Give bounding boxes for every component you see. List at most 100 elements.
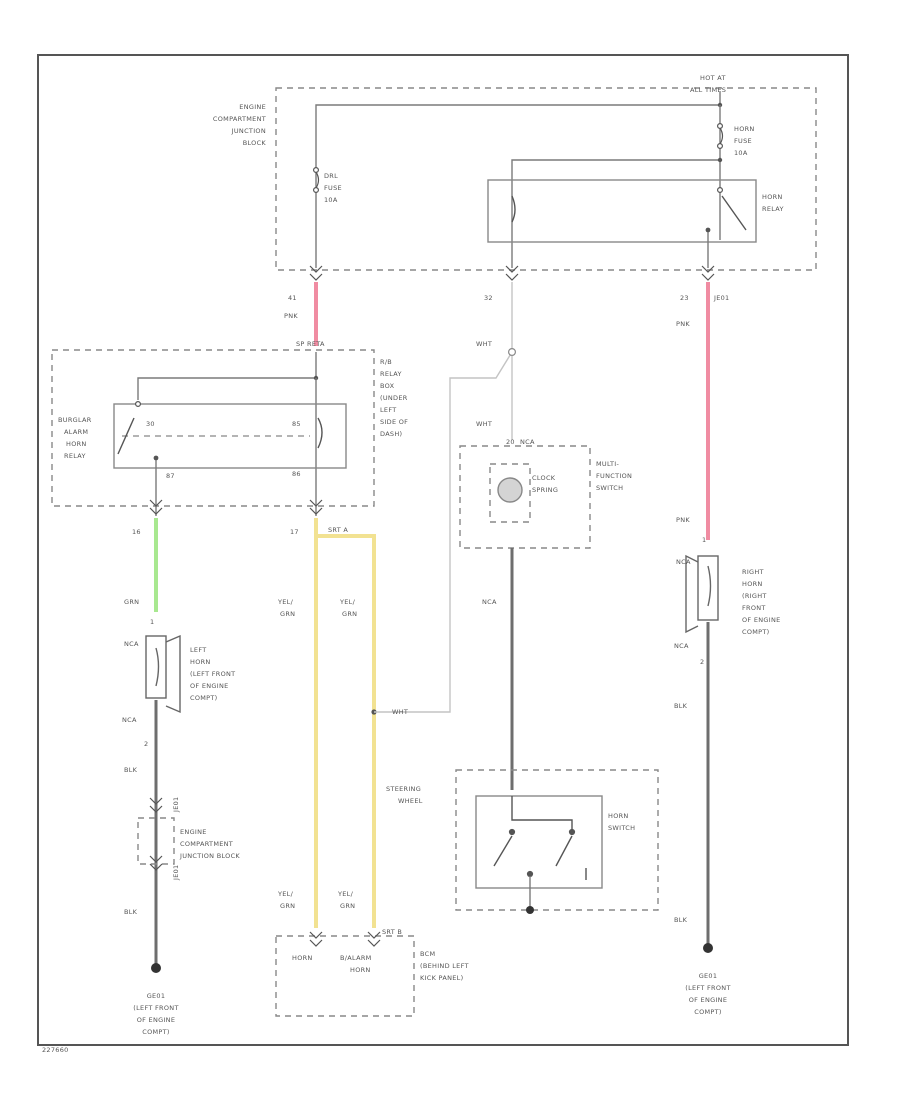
svg-text:OF ENGINE: OF ENGINE xyxy=(137,1016,176,1024)
svg-text:HOT AT: HOT AT xyxy=(700,74,726,82)
svg-text:YEL/: YEL/ xyxy=(277,598,294,606)
svg-text:GRN: GRN xyxy=(342,610,357,618)
drl-fuse: DRL FUSE 10A xyxy=(313,167,342,204)
svg-text:BLOCK: BLOCK xyxy=(243,139,267,147)
svg-text:OF ENGINE: OF ENGINE xyxy=(190,682,229,690)
pin-85: 85 xyxy=(292,420,301,428)
svg-text:(RIGHT: (RIGHT xyxy=(742,592,767,600)
svg-text:HORN: HORN xyxy=(762,193,783,201)
svg-text:DRL: DRL xyxy=(324,172,338,180)
rb-connector-marks xyxy=(149,499,323,515)
horn-fuse: HORN FUSE 10A xyxy=(716,122,755,157)
connector-srt-b: SRT B xyxy=(382,928,402,936)
svg-text:(LEFT FRONT: (LEFT FRONT xyxy=(685,984,730,992)
engine-compartment-junction-block-lower xyxy=(137,817,175,865)
pin-17: 17 xyxy=(290,528,299,536)
burglar-alarm-horn-relay xyxy=(113,403,347,469)
pin-86: 86 xyxy=(292,470,301,478)
svg-text:(UNDER: (UNDER xyxy=(380,394,408,402)
wire-label-blk-1: BLK xyxy=(124,766,138,774)
svg-text:10A: 10A xyxy=(734,149,748,157)
connector-je01-a: JE01 xyxy=(713,294,730,302)
svg-text:DASH): DASH) xyxy=(380,430,402,438)
body-control-module xyxy=(275,935,415,1017)
svg-text:10A: 10A xyxy=(324,196,338,204)
svg-text:SPRING: SPRING xyxy=(532,486,558,494)
burglar-relay-contact xyxy=(117,401,159,461)
svg-text:ALL TIMES: ALL TIMES xyxy=(690,86,726,94)
svg-text:COMPT): COMPT) xyxy=(694,1008,722,1016)
svg-text:BCM: BCM xyxy=(420,950,435,958)
wire-label-pnk-1: PNK xyxy=(284,312,298,320)
bcm-connector-marks xyxy=(309,931,381,947)
svg-text:OF ENGINE: OF ENGINE xyxy=(689,996,728,1004)
right-ground-point xyxy=(703,943,713,953)
pin-32: 32 xyxy=(484,294,493,302)
svg-text:RELAY: RELAY xyxy=(762,205,784,213)
wire-label-blk-4: BLK xyxy=(674,916,688,924)
svg-text:COMPT): COMPT) xyxy=(742,628,770,636)
pin-41: 41 xyxy=(288,294,297,302)
svg-text:RIGHT: RIGHT xyxy=(742,568,764,576)
svg-text:ENGINE: ENGINE xyxy=(239,103,266,111)
svg-text:COMPARTMENT: COMPARTMENT xyxy=(180,840,233,848)
svg-text:RELAY: RELAY xyxy=(380,370,402,378)
pin-right-horn-2: 2 xyxy=(700,658,704,666)
wire-label-wht-3: WHT xyxy=(476,420,492,428)
horn-relay xyxy=(487,179,757,243)
svg-text:JUNCTION BLOCK: JUNCTION BLOCK xyxy=(179,852,240,860)
bcm-balarm-pin-label: B/ALARM HORN xyxy=(340,954,372,974)
rb-box-bus-wire xyxy=(137,352,317,400)
svg-text:BURGLAR: BURGLAR xyxy=(58,416,92,424)
yellow-wire-balarm xyxy=(316,534,376,928)
wire-label-nca-3: NCA xyxy=(520,438,535,446)
pin-30: 30 xyxy=(146,420,155,428)
horn-switch-box xyxy=(475,795,603,889)
multi-function-switch-label: MULTI- FUNCTION SWITCH xyxy=(596,460,632,492)
svg-text:HORN: HORN xyxy=(734,125,755,133)
pin-87: 87 xyxy=(166,472,175,480)
yellow-wire-labels: YEL/ GRN YEL/ GRN YEL/ GRN YEL/ GRN xyxy=(277,598,357,910)
horn-relay-label: HORN RELAY xyxy=(762,193,784,213)
pin-left-horn-1: 1 xyxy=(150,618,154,626)
rb-box-label: R/B RELAY BOX (UNDER LEFT SIDE OF DASH) xyxy=(380,358,408,438)
horn-relay-contact xyxy=(705,187,747,233)
svg-text:B/ALARM: B/ALARM xyxy=(340,954,372,962)
svg-text:JUNCTION: JUNCTION xyxy=(231,127,266,135)
burglar-relay-label: BURGLAR ALARM HORN RELAY xyxy=(58,416,92,460)
svg-text:SWITCH: SWITCH xyxy=(596,484,623,492)
svg-text:HORN: HORN xyxy=(190,658,211,666)
wire-label-pnk-3: PNK xyxy=(676,516,690,524)
svg-text:GRN: GRN xyxy=(340,902,355,910)
svg-text:RELAY: RELAY xyxy=(64,452,86,460)
clock-spring-label: CLOCK SPRING xyxy=(532,474,558,494)
diagram-frame xyxy=(37,54,849,1046)
svg-text:BOX: BOX xyxy=(380,382,395,390)
svg-text:STEERING: STEERING xyxy=(386,785,421,793)
horn-relay-coil xyxy=(511,195,516,223)
pin-20: 20 xyxy=(506,438,515,446)
svg-text:HORN: HORN xyxy=(608,812,629,820)
multi-function-switch xyxy=(459,445,591,549)
svg-text:FRONT: FRONT xyxy=(742,604,766,612)
steering-wheel-label: STEERING WHEEL xyxy=(386,785,422,805)
left-ground-label: GE01 (LEFT FRONT OF ENGINE COMPT) xyxy=(133,992,178,1036)
ecjb-bus-wire xyxy=(315,92,721,268)
svg-text:(LEFT FRONT: (LEFT FRONT xyxy=(133,1004,178,1012)
svg-text:ENGINE: ENGINE xyxy=(180,828,207,836)
wire-label-pnk-2: PNK xyxy=(676,320,690,328)
wire-label-nca-6: NCA xyxy=(674,642,689,650)
white-wire xyxy=(374,282,513,713)
svg-text:CLOCK: CLOCK xyxy=(532,474,556,482)
right-ground-label: GE01 (LEFT FRONT OF ENGINE COMPT) xyxy=(685,972,730,1016)
wire-label-grn: GRN xyxy=(124,598,139,606)
svg-text:FUSE: FUSE xyxy=(734,137,752,145)
rb-relay-box xyxy=(51,349,375,507)
fuse-junction-dot xyxy=(717,157,723,163)
pin-right-horn-1: 1 xyxy=(702,536,706,544)
wire-label-nca-4: NCA xyxy=(482,598,497,606)
burglar-relay-coil xyxy=(317,417,323,449)
connector-je01-c: JE01 xyxy=(172,865,180,882)
svg-text:GE01: GE01 xyxy=(699,972,718,980)
